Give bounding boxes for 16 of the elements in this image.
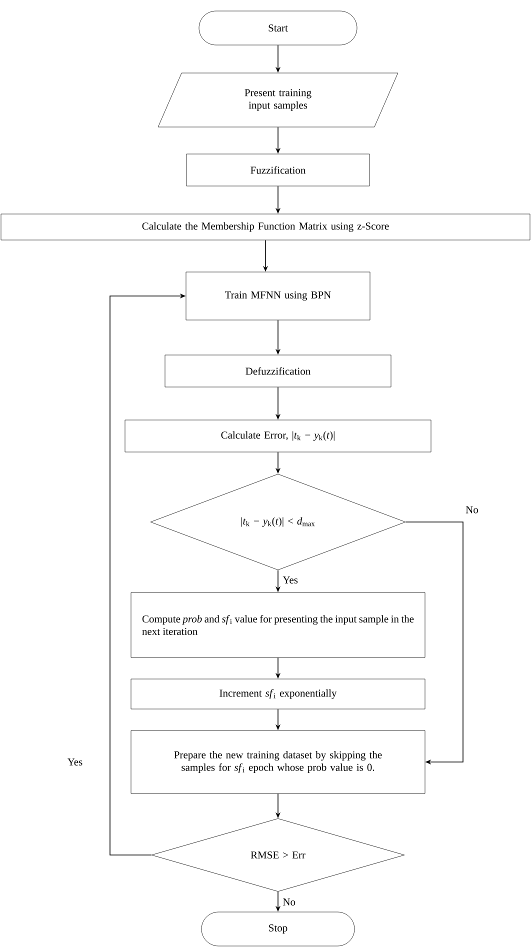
start-terminal: Start: [198, 10, 358, 46]
process-box: Prepare the new training dataset by skipping the samples for sf$_{i}$ epoch whose prob value is 0.: [130, 730, 426, 794]
process-box: Increment sf$_{i}$ exponentially: [130, 678, 426, 710]
process-box: Defuzzification: [164, 354, 392, 388]
edge-label: No: [464, 504, 480, 515]
edge-label: No: [281, 897, 298, 907]
arrow: [405, 522, 464, 765]
process-box: Compute prob and sf$_{i}$ value for presenting the input sample in the next iteration: [130, 592, 426, 658]
process-box: Calculate Error, |t$_{k}$ − y$_{k}$(t)|: [124, 420, 432, 452]
input-parallelogram: Present training input samples: [158, 72, 398, 128]
process-box: Train MFNN using BPN: [186, 272, 370, 320]
edge-label: Yes: [66, 757, 84, 767]
edge-label: Yes: [281, 575, 300, 585]
process-box: Calculate the Membership Function Matrix using z-Score: [0, 214, 530, 240]
stop-terminal: Stop: [201, 912, 355, 946]
process-box: Fuzzification: [186, 154, 370, 186]
